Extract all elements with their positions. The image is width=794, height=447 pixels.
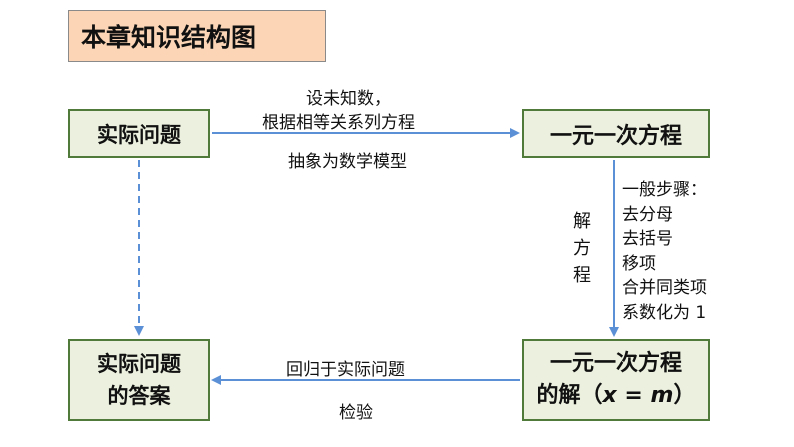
- node-equation-solution-line1: 一元一次方程: [549, 351, 682, 376]
- step-item: 系数化为 1: [622, 302, 707, 323]
- solution-value: m: [650, 383, 674, 408]
- node-equation-solution: 一元一次方程 的解（x = m）: [522, 339, 710, 421]
- diagram-title-text: 本章知识结构图: [81, 23, 257, 52]
- solution-variable: x: [602, 383, 617, 408]
- steps-heading: 一般步骤：: [622, 180, 707, 200]
- step-item: 合并同类项: [622, 278, 707, 298]
- edge-label-solve-equation: 解 方 程: [570, 208, 594, 289]
- solve-char-2: 方: [573, 238, 591, 259]
- edge-label-list-equation: 根据相等关系列方程: [262, 113, 415, 133]
- step-item: 移项: [622, 253, 656, 274]
- solve-char-1: 解: [573, 211, 591, 232]
- edge-label-return-to-problem: 回归于实际问题: [286, 360, 405, 380]
- node-linear-equation-label: 一元一次方程: [549, 123, 682, 149]
- solution-prefix: 的解（: [536, 383, 603, 408]
- edge-label-set-unknown: 设未知数，: [306, 89, 391, 109]
- solution-equals: =: [616, 383, 651, 408]
- node-problem-answer: 实际问题 的答案: [68, 339, 210, 421]
- edge-label-abstract-model: 抽象为数学模型: [288, 152, 407, 172]
- node-equation-solution-line2: 的解（x = m）: [537, 380, 696, 412]
- solving-steps-list: 一般步骤： 去分母 去括号 移项 合并同类项 系数化为 1: [622, 178, 707, 325]
- node-practical-problem: 实际问题: [68, 109, 210, 158]
- edge-label-check: 检验: [339, 403, 373, 423]
- node-problem-answer-line1: 实际问题: [97, 352, 181, 376]
- solution-suffix: ）: [673, 383, 696, 408]
- step-item: 去括号: [622, 229, 673, 249]
- step-item: 去分母: [622, 204, 673, 225]
- diagram-title: 本章知识结构图: [68, 10, 326, 62]
- node-linear-equation: 一元一次方程: [522, 109, 710, 158]
- solve-char-3: 程: [573, 265, 591, 286]
- node-practical-problem-label: 实际问题: [97, 122, 181, 147]
- node-problem-answer-line2: 的答案: [107, 384, 171, 408]
